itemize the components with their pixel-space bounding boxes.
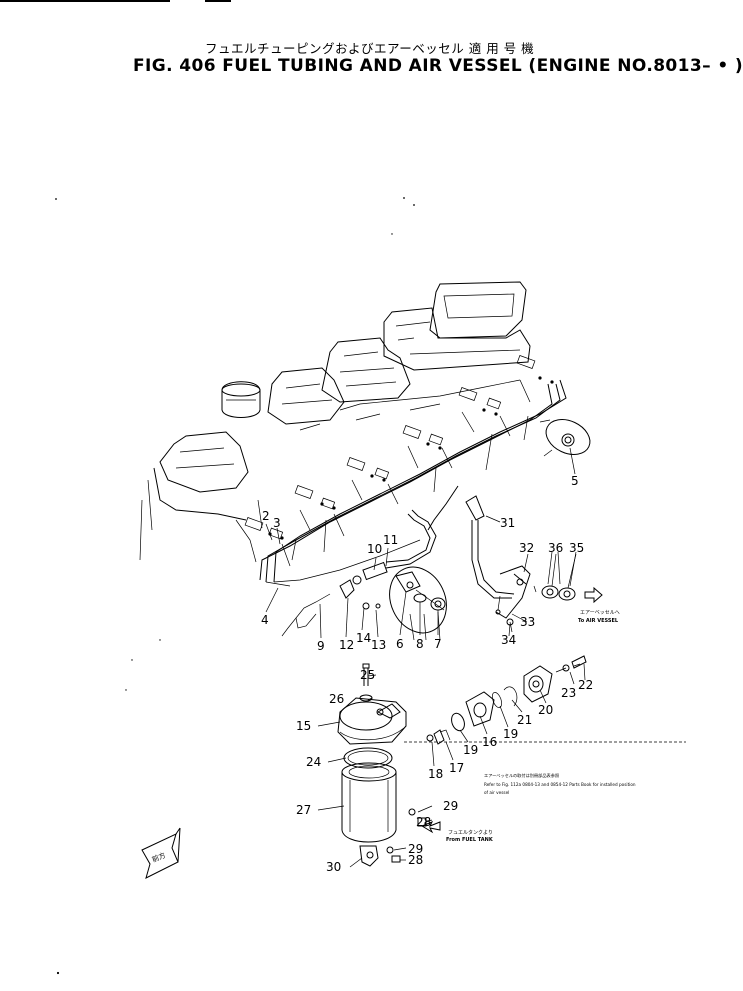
part-label: 7 [434,637,442,651]
part-label: 25 [360,668,375,682]
part-label: 17 [449,761,464,775]
part-label: 9 [317,639,325,653]
to-air-vessel-jp: エアーベッセルへ [580,610,620,616]
part-label: 33 [520,615,535,629]
part-label: 8 [416,637,424,651]
from-fuel-tank-label: From FUEL TANK [446,837,494,843]
part-label: 32 [519,541,534,555]
refer-note-line2: of air vessel [484,790,509,795]
part-label: 26 [329,692,344,706]
part-label: 29 [443,799,458,813]
part-label: 24 [306,755,321,769]
part-label: 22 [578,678,593,692]
part-label: 15 [296,719,311,733]
parts-diagram: 2 3 4 5 6 7 8 9 10 11 12 13 14 15 16 17 … [55,197,686,975]
fuel-pipe-assembly [281,485,459,637]
refer-note-line1: Refer to Fig. 112a 0804-13 and 0854-12 P… [484,782,636,787]
overflow-pipe [465,495,603,633]
part-label: 30 [326,860,341,874]
front-direction-arrow [141,827,181,879]
part-label: 3 [273,516,281,530]
part-label: 2 [262,509,270,523]
engine-block [55,197,531,975]
part-label: 10 [367,542,382,556]
part-label: 13 [371,638,386,652]
part-label: 21 [517,713,532,727]
inlet-connector [426,655,587,745]
figure-title: FIG. 406 FUEL TUBING AND AIR VESSEL (ENG… [133,56,743,76]
part-label: 34 [501,633,516,647]
injection-nozzles [244,355,567,587]
part-label: 16 [482,735,497,749]
from-fuel-tank-jp: フュエルタンクより [448,829,493,836]
part-label: 14 [356,631,371,645]
part-label: 4 [261,613,269,627]
top-rule-left [0,0,170,2]
feed-pump [389,566,447,641]
part-label: 18 [428,767,443,781]
part-label: 19 [503,727,518,741]
part-label: 12 [339,638,354,652]
part-label: 6 [396,637,404,651]
part-label: 29 [408,842,423,856]
front-arrow-label: 前方 [151,850,167,864]
part-label: 19 [463,743,478,757]
part-label: 11 [383,533,398,547]
part-label: 23 [561,686,576,700]
part-label: 28 [408,853,423,867]
part-label: 31 [500,516,515,530]
top-rule-right [205,0,231,2]
air-vessel-bracket [539,419,591,457]
annotations: エアーベッセルへ To AIR VESSEL エアーベッセルの取付は別冊部品表参… [151,610,636,864]
part-label: 35 [569,541,584,555]
refer-note-jp: エアーベッセルの取付は別冊部品表参照 [484,772,559,779]
leader-lines [265,447,586,868]
part-label: 28 [416,815,431,829]
title-japanese: フュエルチューピングおよびエアーベッセル 適 用 号 機 [205,41,535,56]
fuel-filter [337,663,441,867]
to-air-vessel-label: To AIR VESSEL [578,618,619,624]
part-label: 27 [296,803,311,817]
part-labels: 2 3 4 5 6 7 8 9 10 11 12 13 14 15 16 17 … [261,474,593,874]
part-label: 36 [548,541,563,555]
part-label: 5 [571,474,579,488]
part-label: 20 [538,703,553,717]
